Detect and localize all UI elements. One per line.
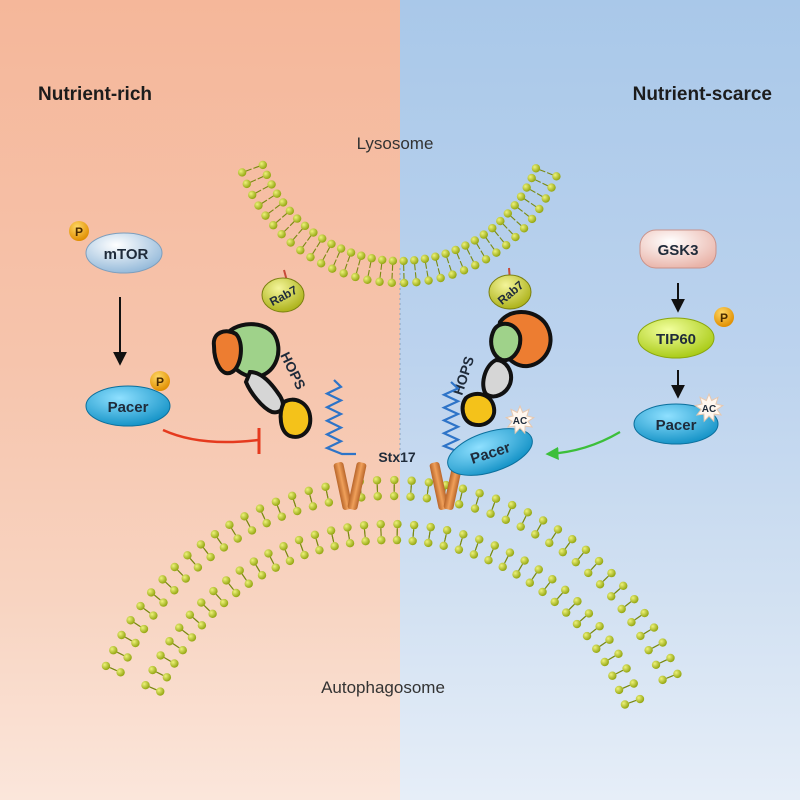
svg-text:P: P	[75, 225, 83, 239]
gsk3-label: GSK3	[658, 242, 699, 259]
stx17-tm-helices-left	[333, 462, 367, 510]
svg-text:P: P	[156, 375, 164, 389]
stx17-label: Stx17	[378, 449, 416, 465]
autophagosome-inner-membrane	[141, 519, 645, 709]
hops-label-left: HOPS	[277, 349, 309, 392]
autophagosome-outer-membrane	[101, 475, 682, 685]
rab7-protein-right: Rab7	[488, 274, 532, 310]
svg-text:P: P	[720, 311, 728, 325]
nutrient-rich-panel	[0, 0, 400, 800]
pacer-acetyl-badge-bound: AC	[504, 404, 536, 435]
nutrient-rich-title: Nutrient-rich	[38, 84, 152, 105]
hops-complex-right: HOPS	[450, 309, 553, 427]
tip60-label: TIP60	[656, 331, 696, 348]
pacer-label-right: Pacer	[656, 417, 697, 434]
rab7-protein-left: Rab7	[261, 277, 305, 313]
mtor-phospho-badge: P	[69, 221, 89, 241]
gsk3-protein: GSK3	[639, 229, 717, 269]
mtor-label: mTOR	[104, 246, 149, 263]
autophagosome-label: Autophagosome	[321, 678, 445, 697]
activation-arrow	[545, 431, 621, 461]
hops-complex-left: HOPS	[211, 322, 313, 439]
svg-text:AC: AC	[702, 404, 716, 415]
pacer-protein-right: Pacer	[633, 403, 719, 445]
membrane-layers	[101, 160, 682, 709]
svg-text:AC: AC	[513, 416, 527, 427]
pacer-protein-left: Pacer	[85, 385, 171, 427]
inhibition-arrow	[162, 428, 259, 444]
stx17-spring-left	[324, 379, 356, 456]
pacer-acetyl-badge-right: AC	[693, 392, 725, 423]
lysosome-membrane	[237, 160, 561, 288]
pacer-phospho-badge: P	[150, 371, 170, 391]
stx17-spring-right	[441, 381, 473, 454]
pacer-protein-bound: Pacer	[447, 428, 533, 476]
lysosome-label: Lysosome	[357, 134, 434, 153]
nutrient-scarce-title: Nutrient-scarce	[633, 84, 772, 105]
tip60-protein: TIP60	[637, 317, 715, 359]
mtor-protein: mTOR	[85, 232, 163, 274]
tip60-phospho-badge: P	[714, 307, 734, 327]
pacer-label-left: Pacer	[108, 399, 149, 416]
